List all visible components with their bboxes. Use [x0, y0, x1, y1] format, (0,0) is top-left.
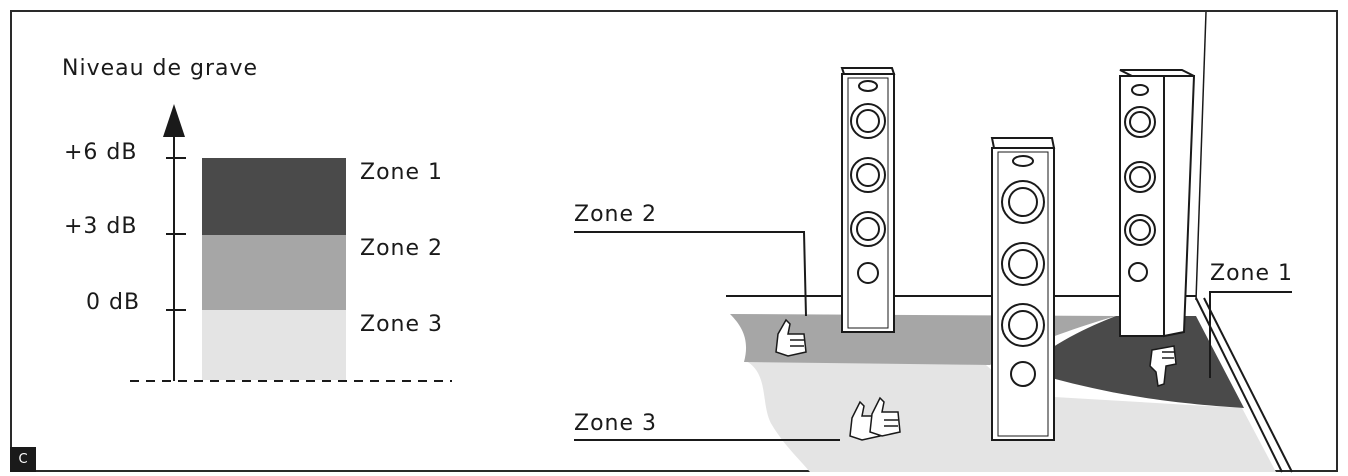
callout-leader-zone-2 — [574, 231, 807, 317]
floorstanding-speaker-back-left — [840, 67, 896, 333]
callout-zone-2: Zone 2 — [574, 202, 657, 227]
zone-1-bar — [202, 158, 346, 235]
legend-zone-1: Zone 1 — [360, 160, 443, 185]
side-baseboard-b — [1203, 297, 1293, 473]
y-axis-arrow-icon — [163, 104, 185, 137]
thumbs-up-icon — [775, 318, 807, 357]
tick-label-3db: +3 dB — [64, 214, 138, 239]
legend-zone-3: Zone 3 — [360, 312, 443, 337]
room-illustration — [574, 11, 1293, 473]
floor-zone-1 — [1024, 316, 1244, 408]
corner-line — [1195, 11, 1207, 301]
callout-zone-1: Zone 1 — [1210, 261, 1293, 286]
panel-badge: C — [10, 447, 36, 472]
double-thumbs-up-icon — [849, 396, 901, 441]
floorstanding-speaker-corner — [1119, 69, 1196, 338]
callout-zone-3: Zone 3 — [574, 411, 657, 436]
legend-zone-2: Zone 2 — [360, 236, 443, 261]
floorstanding-speaker-front — [990, 137, 1056, 441]
tick-label-6db: +6 dB — [64, 140, 138, 165]
axis-title: Niveau de grave — [62, 56, 259, 81]
zone-2-bar — [202, 235, 346, 310]
callout-leader-zone-1 — [1209, 291, 1292, 378]
zone-3-bar — [202, 310, 346, 380]
bass-level-chart — [130, 104, 452, 382]
thumbs-down-icon — [1149, 345, 1177, 387]
tick-label-0db: 0 dB — [86, 290, 141, 315]
